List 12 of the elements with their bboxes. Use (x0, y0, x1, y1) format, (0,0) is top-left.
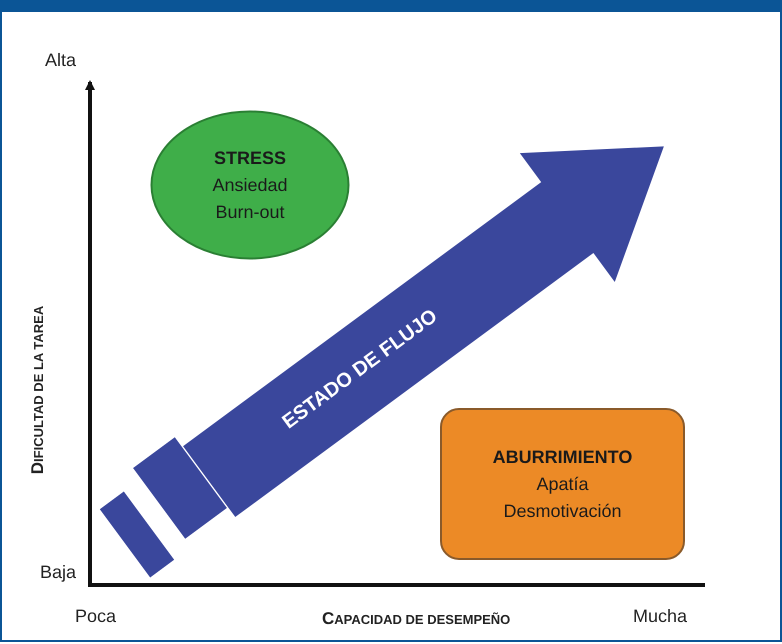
zone-item: Burn-out (215, 200, 285, 224)
axis-title: DIFICULTAD DE LA TAREA (28, 306, 48, 474)
zone-heading: ABURRIMIENTO (492, 446, 632, 468)
zone-item: Apatía (536, 472, 589, 496)
axis-max-label: Mucha (633, 606, 688, 627)
zone-heading: STRESS (214, 146, 286, 170)
zone-item: Ansiedad (212, 174, 288, 196)
axis-min-label: Baja (40, 562, 76, 583)
axis-min-label: Poca (75, 606, 116, 627)
zone-item: Desmotivación (503, 500, 622, 522)
axis-max-label: Alta (45, 50, 76, 71)
axis-title: CAPACIDAD DE DESEMPEÑO (322, 609, 510, 629)
